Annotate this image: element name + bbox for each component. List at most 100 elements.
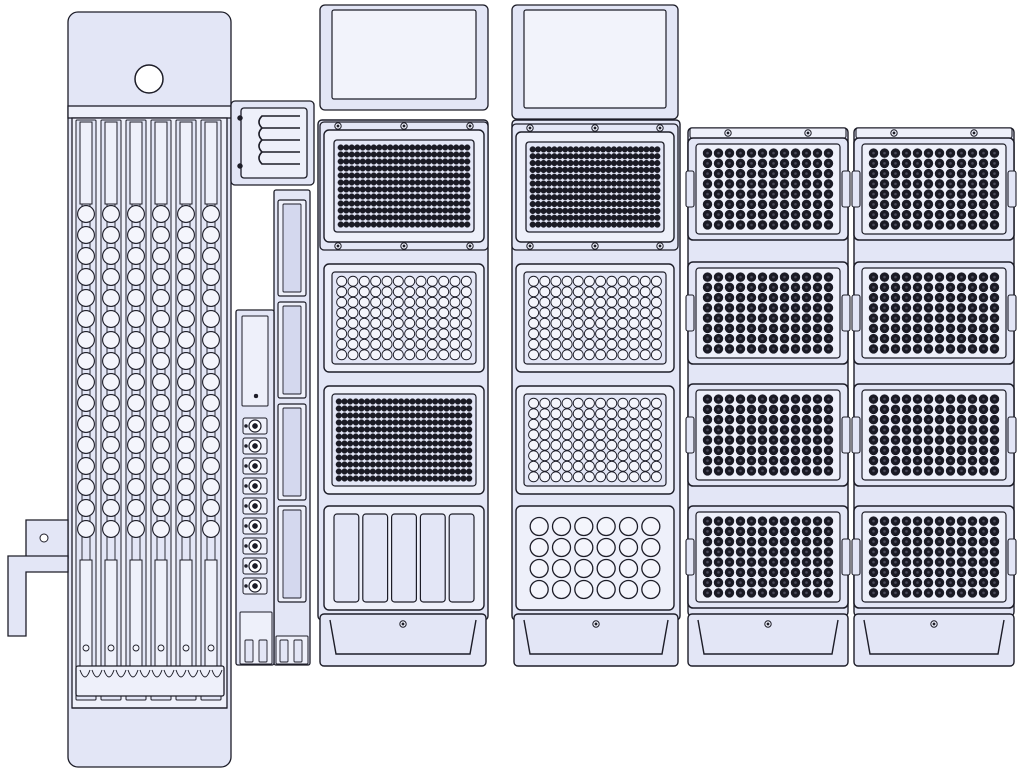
well (959, 529, 963, 533)
screw-slot (892, 131, 896, 135)
well (705, 326, 709, 330)
well (871, 550, 875, 554)
well (815, 438, 819, 442)
well (370, 151, 377, 158)
well (815, 448, 819, 452)
well (627, 180, 634, 187)
well (529, 166, 536, 174)
well (336, 307, 348, 319)
well (648, 146, 655, 153)
well (616, 159, 623, 167)
well (364, 440, 371, 447)
well (583, 397, 595, 409)
well (426, 475, 433, 482)
well (771, 275, 775, 279)
well (628, 471, 640, 483)
well (970, 182, 974, 186)
well (771, 223, 775, 227)
screw (724, 129, 732, 137)
comb-tooth (91, 669, 103, 678)
well (335, 433, 342, 440)
well (387, 207, 394, 214)
well (528, 450, 540, 462)
well (567, 221, 574, 228)
well (637, 180, 645, 187)
well (392, 172, 399, 179)
well (893, 326, 897, 330)
well (804, 469, 808, 473)
well (354, 214, 361, 221)
well (915, 151, 919, 155)
well (804, 519, 808, 523)
well (583, 200, 590, 208)
well (335, 426, 342, 433)
well (415, 405, 422, 412)
well (628, 429, 640, 441)
tip-well (202, 268, 220, 286)
connector-screw (244, 504, 248, 508)
well (738, 448, 742, 452)
well (358, 468, 365, 475)
well (970, 397, 974, 401)
well (426, 405, 433, 412)
well (915, 469, 919, 473)
well (540, 194, 547, 201)
well (562, 159, 569, 167)
well (556, 200, 563, 208)
well (376, 179, 383, 186)
well (347, 349, 359, 361)
well (352, 426, 359, 433)
well (375, 412, 382, 419)
well (738, 275, 742, 279)
screw (656, 124, 664, 132)
well (443, 468, 450, 475)
screw (334, 122, 342, 130)
well (529, 537, 549, 558)
well (398, 398, 405, 405)
well (650, 307, 662, 319)
well (596, 537, 616, 558)
comb-tooth (151, 669, 163, 678)
well (336, 338, 348, 350)
well (992, 529, 996, 533)
well (893, 347, 897, 351)
well (826, 275, 830, 279)
well (386, 426, 393, 433)
plate-stack-3 (685, 127, 851, 667)
well (621, 194, 628, 201)
384-well-plate (323, 385, 485, 495)
well (529, 200, 536, 208)
well (616, 194, 623, 201)
well (904, 407, 908, 411)
well (643, 146, 650, 153)
well (926, 519, 930, 523)
well (738, 428, 742, 432)
well (738, 347, 742, 351)
well (443, 419, 450, 426)
well (749, 540, 753, 544)
well (915, 326, 919, 330)
well (556, 187, 563, 194)
tip-well (102, 394, 120, 412)
well (545, 194, 553, 201)
well (992, 519, 996, 523)
well (738, 151, 742, 155)
well (904, 418, 908, 422)
tip-well (152, 310, 170, 328)
well (654, 166, 661, 174)
well (583, 328, 595, 340)
well (893, 407, 897, 411)
well (904, 326, 908, 330)
well (727, 202, 731, 206)
tip-well (177, 457, 195, 475)
well (414, 172, 421, 179)
well (359, 165, 366, 172)
well (616, 173, 623, 180)
well (948, 519, 952, 523)
well (804, 213, 808, 217)
well (550, 471, 562, 483)
well (370, 214, 377, 221)
well (583, 418, 595, 430)
tip-strip-top (154, 121, 168, 205)
tip-well (177, 499, 195, 517)
